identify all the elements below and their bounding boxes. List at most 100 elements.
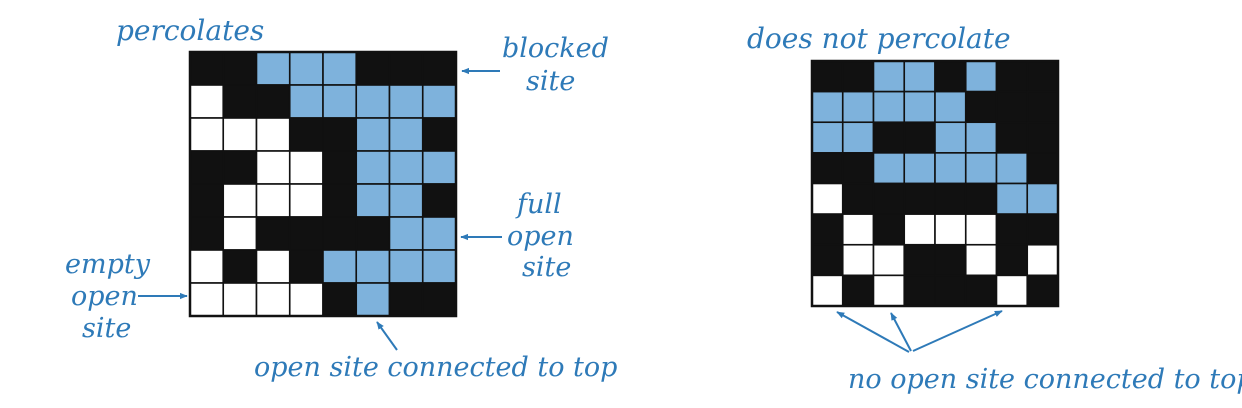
empty-open-site — [255, 249, 291, 284]
blocked-site — [355, 216, 391, 251]
full-open-site — [355, 249, 391, 284]
full-open-site — [1026, 182, 1059, 215]
blocked-site — [255, 84, 291, 119]
blocked-site — [811, 152, 844, 185]
blocked-site — [288, 117, 324, 152]
empty-open-site — [222, 216, 258, 251]
blocked-site — [322, 150, 358, 185]
blocked-site — [995, 90, 1029, 124]
grid-border — [188, 50, 458, 318]
empty-open-site — [189, 117, 225, 152]
blocked-site — [288, 249, 324, 284]
svg-text:blocked: blocked — [502, 33, 609, 64]
empty-open-site — [288, 282, 324, 317]
full-open-site — [903, 90, 936, 124]
blocked-site — [421, 117, 457, 152]
blocked-site — [841, 274, 875, 307]
blocked-site — [255, 216, 291, 251]
blocked-site — [1026, 152, 1059, 185]
full-open-site — [421, 84, 457, 119]
blocked-site — [995, 60, 1029, 93]
blocked-site — [421, 183, 457, 218]
blocked-site — [811, 243, 844, 277]
blocked-site — [841, 60, 875, 93]
blocked-site — [841, 152, 875, 185]
empty-open-site — [811, 274, 844, 307]
percolating-grid — [188, 50, 458, 318]
full-open-site — [388, 84, 424, 119]
blocked-site — [355, 51, 391, 86]
full-open-site — [355, 84, 391, 119]
full-open-site — [388, 216, 424, 251]
blocked-site — [388, 51, 424, 86]
empty-open-site — [222, 117, 258, 152]
svg-text:site: site — [526, 66, 575, 97]
empty-open-site — [964, 213, 998, 246]
blocked-site — [1026, 213, 1059, 246]
full-open-site — [288, 84, 324, 119]
full-open-site — [964, 152, 998, 185]
full-open-site — [811, 90, 844, 124]
blocked-site — [964, 274, 998, 307]
full-open-site — [841, 121, 875, 154]
blocked-site — [322, 216, 358, 251]
empty-open-site — [255, 117, 291, 152]
empty-open-site — [288, 183, 324, 218]
svg-text:site: site — [522, 252, 571, 283]
left-grid-title: percolates — [116, 14, 264, 47]
full-open-site — [995, 152, 1029, 185]
empty-open-site — [934, 213, 967, 246]
blocked-site — [322, 282, 358, 317]
full-open-site-label: full open site — [507, 189, 574, 283]
blocked-site — [903, 182, 936, 215]
blocked-site — [1026, 274, 1059, 307]
blocked-site — [189, 51, 225, 86]
empty-open-site — [222, 282, 258, 317]
blocked-site — [222, 150, 258, 185]
blocked-site — [872, 182, 906, 215]
empty-open-site — [189, 249, 225, 284]
full-open-site — [388, 183, 424, 218]
blocked-site — [421, 282, 457, 317]
full-open-site — [388, 150, 424, 185]
svg-text:empty: empty — [65, 249, 151, 280]
non-percolating-grid — [810, 59, 1060, 308]
empty-open-site — [872, 243, 906, 277]
blocked-site — [934, 60, 967, 93]
empty-open-site — [189, 282, 225, 317]
grid-border — [810, 59, 1060, 308]
blocked-site — [964, 90, 998, 124]
full-open-site — [421, 150, 457, 185]
full-open-site — [872, 90, 906, 124]
full-open-site — [934, 121, 967, 154]
full-open-site — [421, 216, 457, 251]
full-open-site — [288, 51, 324, 86]
full-open-site — [964, 121, 998, 154]
blocked-site — [222, 51, 258, 86]
empty-open-site — [255, 150, 291, 185]
empty-open-site — [811, 182, 844, 215]
blocked-site — [995, 121, 1029, 154]
blocked-site — [995, 243, 1029, 277]
connected-to-top-arrow — [376, 321, 398, 351]
svg-text:site: site — [82, 313, 131, 344]
empty-open-site — [995, 274, 1029, 307]
blocked-site — [903, 243, 936, 277]
full-open-site — [872, 60, 906, 93]
blocked-site — [841, 182, 875, 215]
empty-open-site — [964, 243, 998, 277]
svg-text:open: open — [507, 221, 574, 252]
blocked-site — [903, 274, 936, 307]
full-open-site — [255, 51, 291, 86]
full-open-site — [811, 121, 844, 154]
svg-text:open: open — [71, 281, 138, 312]
full-open-site — [355, 282, 391, 317]
blocked-site — [811, 213, 844, 246]
empty-open-site — [841, 213, 875, 246]
full-open-site — [841, 90, 875, 124]
empty-open-site — [841, 243, 875, 277]
empty-open-site — [255, 282, 291, 317]
empty-open-site-label: empty open site — [65, 249, 151, 344]
no-connection-arrows — [836, 310, 1003, 353]
